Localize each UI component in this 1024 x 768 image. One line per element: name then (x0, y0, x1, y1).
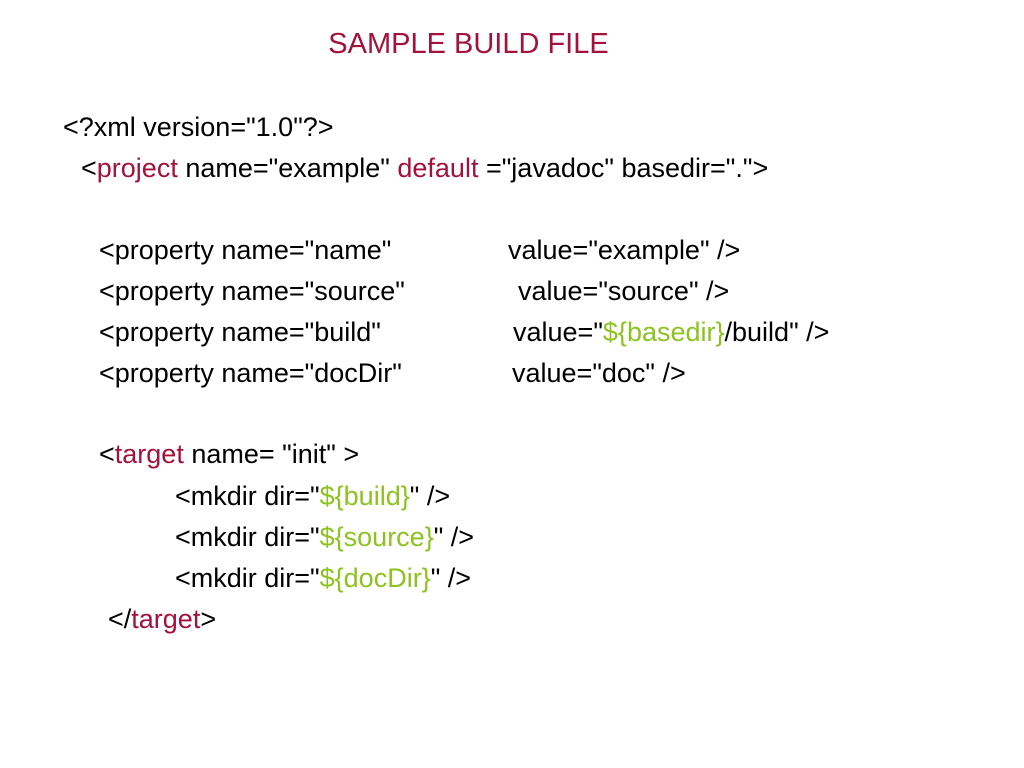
mkdir-variable: ${source} (319, 522, 434, 552)
project-tag: project (96, 153, 178, 183)
mkdir-line: <mkdir dir="${source}" /> (0, 520, 474, 554)
mkdir-suffix: " /> (433, 522, 475, 552)
property-value-suffix: /build" /> (724, 317, 830, 347)
target-attrs: name= "init" > (183, 439, 360, 469)
property-value-part: value="doc" /> (512, 358, 686, 388)
xml-declaration: <?xml version="1.0"?> (63, 112, 334, 142)
project-element: <project name="example" default ="javado… (0, 151, 768, 185)
target-close-bracket: > (200, 604, 217, 634)
mkdir-variable: ${build} (319, 481, 410, 511)
mkdir-prefix: <mkdir dir=" (175, 563, 320, 593)
property-line: <property name="build" value="${basedir}/… (0, 315, 829, 349)
project-open-bracket: < (81, 153, 97, 183)
property-value-variable: ${basedir} (602, 317, 725, 347)
target-tag: target (114, 439, 184, 469)
property-name-part: <property name="name" (99, 235, 392, 265)
target-close-open: </ (108, 604, 132, 634)
property-line: <property name="source" value="source" /> (0, 274, 729, 308)
property-value-part: value="source" /> (518, 276, 730, 306)
project-attr-rest: ="javadoc" basedir="."> (478, 153, 769, 183)
property-name-part: <property name="docDir" (99, 358, 402, 388)
page-title: SAMPLE BUILD FILE (328, 28, 609, 60)
property-line: <property name="docDir" value="doc" /> (0, 356, 686, 390)
property-line: <property name="name" value="example" /> (0, 233, 740, 267)
mkdir-suffix: " /> (430, 563, 472, 593)
property-value-prefix: value=" (513, 317, 603, 347)
target-close-tag: target (131, 604, 201, 634)
mkdir-line: <mkdir dir="${build}" /> (0, 479, 450, 513)
mkdir-line: <mkdir dir="${docDir}" /> (0, 561, 471, 595)
target-close-element: </target> (0, 602, 216, 636)
mkdir-suffix: " /> (409, 481, 451, 511)
mkdir-prefix: <mkdir dir=" (175, 522, 320, 552)
project-default-keyword: default (397, 153, 479, 183)
project-attr-name: name="example" (177, 153, 398, 183)
property-name-part: <property name="source" (99, 276, 405, 306)
property-name-part: <property name="build" (99, 317, 381, 347)
property-value-part: value="example" /> (508, 235, 741, 265)
mkdir-prefix: <mkdir dir=" (175, 481, 320, 511)
mkdir-variable: ${docDir} (319, 563, 431, 593)
target-open-bracket: < (99, 439, 115, 469)
target-element: <target name= "init" > (0, 437, 359, 471)
